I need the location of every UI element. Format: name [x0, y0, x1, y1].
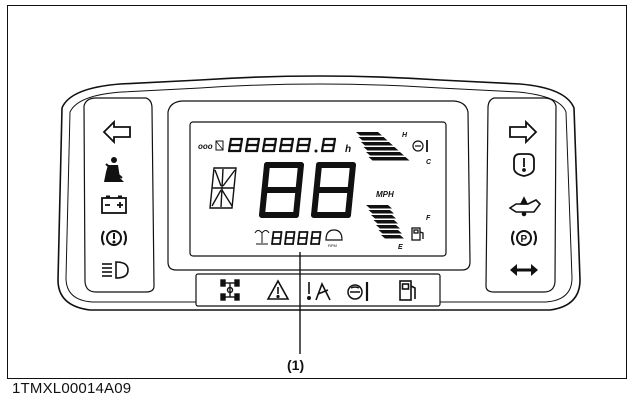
lcd-segment	[293, 187, 302, 218]
gauge-bar-segment	[368, 157, 410, 161]
svg-text:P: P	[521, 234, 528, 245]
gauge-bar-segment	[371, 215, 396, 219]
lcd-segment	[279, 231, 283, 239]
oil-pressure-icon	[508, 196, 542, 217]
engine-warning-icon	[513, 153, 535, 177]
turn-left-icon	[102, 119, 131, 145]
hour-meter-suffix: h	[345, 144, 351, 155]
speed-digits	[259, 162, 356, 218]
lcd-segment	[305, 231, 309, 239]
hour-meter-icon	[215, 140, 224, 151]
coolant-temp-warning-icon	[347, 282, 369, 301]
left-indicator-pod	[83, 97, 155, 293]
hazard-icon	[510, 264, 538, 276]
gauge-bar-segment	[366, 152, 404, 156]
odometer-icon-label: ooo	[198, 142, 213, 151]
gauge-bar-segment	[368, 210, 394, 214]
speed-unit: MPH	[376, 190, 394, 199]
lcd-segment	[305, 237, 308, 245]
warning-strip	[195, 273, 441, 307]
figure-code: 1TMXL00014A09	[12, 380, 132, 397]
lcd-segment	[292, 231, 296, 239]
lcd-segment	[318, 231, 322, 239]
hour-meter-digits	[227, 137, 337, 153]
gauge-bar-segment	[378, 230, 402, 234]
gauge-bar-segment	[358, 137, 388, 141]
lcd-segment	[259, 187, 268, 218]
lcd-content: ooo h MPH H C F E	[198, 132, 432, 251]
gear-segment-display	[209, 167, 237, 209]
right-indicator-pod	[485, 97, 557, 293]
lcd-segment	[271, 231, 275, 239]
battery-icon	[101, 195, 127, 214]
lcd-segment	[311, 187, 320, 218]
lcd-fuel-icon	[411, 227, 424, 241]
gauge-bar-segment	[356, 132, 382, 136]
gauge-bar-segment	[361, 142, 393, 146]
temperature-bar-gauge	[356, 132, 410, 161]
turn-right-icon	[509, 119, 538, 145]
fuel-full-mark: F	[426, 215, 431, 222]
4wd-icon	[220, 279, 240, 301]
lcd-segment	[318, 237, 321, 245]
lcd-segment	[292, 237, 295, 245]
lcd-segment	[271, 237, 274, 245]
lcd-segment	[297, 231, 301, 239]
gauge-bar-segment	[366, 205, 392, 209]
rpm-icon	[325, 229, 343, 241]
fuel-warning-icon	[399, 280, 416, 301]
lcd-segment	[297, 237, 300, 245]
callout-label: (1)	[287, 357, 305, 373]
lcd-segment	[345, 187, 354, 218]
headlight-icon	[102, 261, 129, 279]
temp-high-mark: H	[402, 132, 408, 139]
seatbelt-icon	[104, 157, 124, 182]
fuel-bar-gauge	[366, 205, 404, 239]
lcd-segment	[313, 162, 322, 193]
lcd-segment	[284, 237, 287, 245]
seatbelt-warning-icon	[306, 282, 331, 301]
lcd-segment	[347, 162, 356, 193]
rpm-digits	[271, 231, 322, 245]
lcd-coolant-temp-icon	[412, 140, 428, 152]
fuel-empty-mark: E	[398, 244, 403, 251]
lcd-segment	[279, 237, 282, 245]
lcd-segment	[295, 162, 304, 193]
gauge-bar-segment	[373, 220, 398, 224]
gauge-bar-segment	[363, 147, 399, 151]
water-temp-small-icon	[254, 230, 270, 245]
brake-warning-icon	[101, 230, 127, 246]
rpm-label: RPM	[328, 243, 337, 248]
lcd-segment	[310, 237, 313, 245]
gauge-bar-segment	[376, 225, 400, 229]
parking-brake-icon: P	[511, 230, 537, 246]
hour-decimal-point	[314, 149, 318, 153]
lcd-segment	[310, 231, 314, 239]
lcd-segment	[284, 231, 288, 239]
temp-low-mark: C	[426, 159, 432, 166]
master-warning-icon	[266, 279, 290, 300]
lcd-segment	[261, 162, 270, 193]
gauge-bar-segment	[381, 235, 404, 239]
